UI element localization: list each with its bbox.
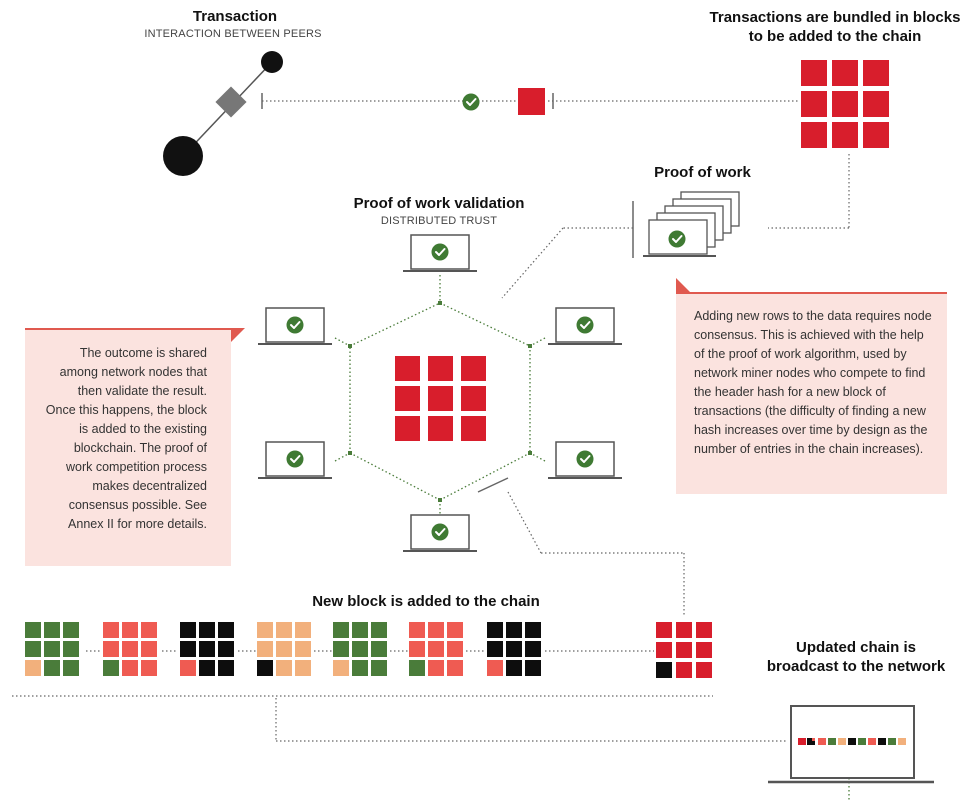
bundled-block-icon [801,60,889,148]
chain-block-5 [333,622,387,676]
chain-block-6 [409,622,463,676]
validation-title: Proof of work validation [353,195,525,212]
bundle-title-line2: to be added to the chain [748,28,922,45]
note-left-text: The outcome is shared among network node… [45,346,207,531]
validation-hexagon [334,275,850,802]
chain-block-7 [487,622,541,676]
hexagon-vertices [348,301,532,502]
document-stack-icon [643,191,740,257]
transaction-title: Transaction [192,8,278,25]
bundle-title-line1: Transactions are bundled in blocks [709,9,961,26]
note-left: The outcome is shared among network node… [25,328,231,566]
validated-block-icon [395,356,486,441]
chain-title: New block is added to the chain [312,593,540,610]
broadcast-title: Updated chain is broadcast to the networ… [748,638,964,676]
note-left-corner [231,328,245,342]
chain-block-new [656,622,712,678]
chain-block-2 [103,622,157,676]
note-right-text: Adding new rows to the data requires nod… [694,309,932,456]
broadcast-title-line2: broadcast to the network [766,658,946,675]
note-right-corner [676,278,690,292]
bundle-title: Transactions are bundled in blocks to be… [700,8,970,46]
peer-node-icon [163,51,283,176]
laptop-icon [548,308,622,344]
chain-block-1 [25,622,79,676]
transaction-subtitle: INTERACTION BETWEEN PEERS [144,28,322,40]
laptop-icon [403,235,477,271]
chain-block-3 [180,622,234,676]
broadcast-title-line1: Updated chain is [795,639,917,656]
laptop-icon [548,442,622,478]
transaction-block-icon [518,88,545,115]
mini-chain-icon [798,738,906,745]
laptop-icon [403,515,477,551]
laptop-icon [258,308,332,344]
proof-of-work-title: Proof of work [654,164,751,181]
chain-block-4 [257,622,311,676]
connector-ticks [261,93,634,493]
laptop-icon [258,442,332,478]
check-circle-icon [461,92,481,112]
check-circle-icon [667,229,687,249]
note-right: Adding new rows to the data requires nod… [676,292,947,494]
validation-subtitle: DISTRIBUTED TRUST [380,215,498,227]
